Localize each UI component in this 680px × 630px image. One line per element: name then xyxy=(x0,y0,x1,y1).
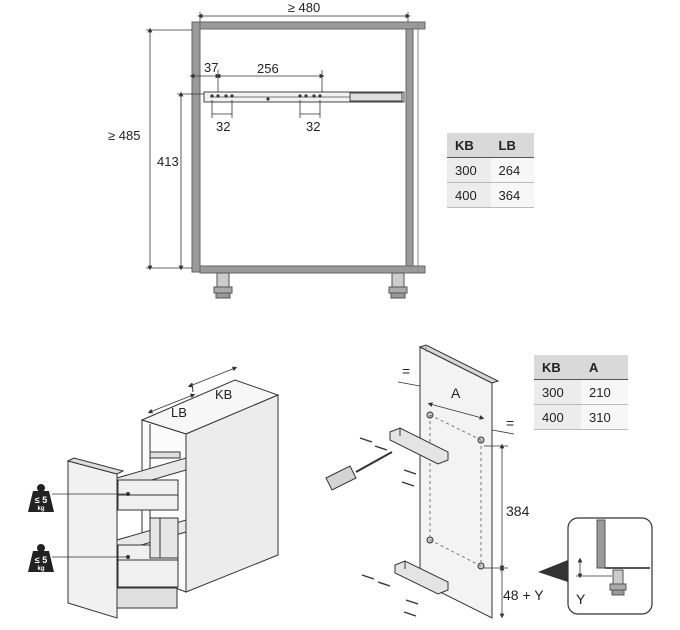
weight-shape-upper: ≤ 5 kg xyxy=(28,484,54,512)
weight-upper-sym: ≤ 5 xyxy=(35,495,47,505)
a-label: A xyxy=(451,385,461,401)
cabinet-section xyxy=(191,21,426,299)
table-cell: 310 xyxy=(581,404,628,430)
table-header-kb: KB xyxy=(534,355,581,380)
lb-label: LB xyxy=(171,405,187,420)
hole-right-label: 32 xyxy=(306,119,320,134)
table-row: 400 364 xyxy=(447,182,534,208)
height-384-label: 384 xyxy=(506,503,530,519)
dim-height-outer xyxy=(146,27,192,271)
table-header-a: A xyxy=(581,355,628,380)
leg-left xyxy=(213,272,233,299)
detail-box xyxy=(538,517,653,615)
eq-left-label: = xyxy=(402,363,410,379)
pullout-cabinet xyxy=(66,379,280,619)
weight-shape-lower: ≤ 5 kg xyxy=(28,544,54,572)
hole-left-label: 32 xyxy=(216,119,230,134)
table-kb-a: KB A 300 210 400 310 xyxy=(534,355,628,430)
table-row: 300 264 xyxy=(447,157,534,183)
mount-bracket-lower xyxy=(394,560,449,595)
mount-bracket-upper xyxy=(389,427,449,465)
table-cell: 364 xyxy=(490,182,534,208)
weight-upper-unit: kg xyxy=(37,506,44,512)
table-cell: 210 xyxy=(581,379,628,405)
width-label: ≥ 480 xyxy=(288,0,320,15)
offset-48y-label: 48 + Y xyxy=(503,587,544,603)
table-cell: 264 xyxy=(490,157,534,183)
screws xyxy=(359,437,419,617)
detail-y-label: Y xyxy=(576,591,586,607)
dim-width xyxy=(197,12,411,22)
dim-holes xyxy=(211,100,321,118)
table-row: 400 310 xyxy=(534,404,628,430)
table-cell: 300 xyxy=(534,379,581,405)
dim-height-rail xyxy=(177,91,204,271)
height-outer-label: ≥ 485 xyxy=(108,128,140,143)
dim-kb-lb xyxy=(147,366,238,414)
dim-offset xyxy=(189,70,325,92)
eq-right-label: = xyxy=(506,415,514,431)
dim-vertical xyxy=(484,443,508,619)
table-cell: 400 xyxy=(447,182,491,208)
dim-a xyxy=(427,402,485,420)
leg-right xyxy=(388,272,408,299)
weight-lower-sym: ≤ 5 xyxy=(35,555,47,565)
table-header-row: KB LB xyxy=(447,133,534,158)
table-cell: 400 xyxy=(534,404,581,430)
weight-lower-unit: kg xyxy=(37,566,44,572)
table-header-kb: KB xyxy=(447,133,491,158)
kb-label: KB xyxy=(215,387,232,402)
table-cell: 300 xyxy=(447,157,491,183)
screwdriver-icon xyxy=(325,451,393,491)
height-rail-label: 413 xyxy=(157,154,179,169)
weight-icon-upper: ≤ 5 kg xyxy=(28,484,54,512)
spacing-label: 256 xyxy=(257,61,279,76)
offset-label: 37 xyxy=(204,60,218,75)
table-row: 300 210 xyxy=(534,379,628,405)
table-header-lb: LB xyxy=(490,133,534,158)
table-header-row: KB A xyxy=(534,355,628,380)
table-kb-lb: KB LB 300 264 400 364 xyxy=(447,133,534,208)
drawer-rail xyxy=(203,91,405,103)
weight-icon-lower: ≤ 5 kg xyxy=(28,544,54,572)
